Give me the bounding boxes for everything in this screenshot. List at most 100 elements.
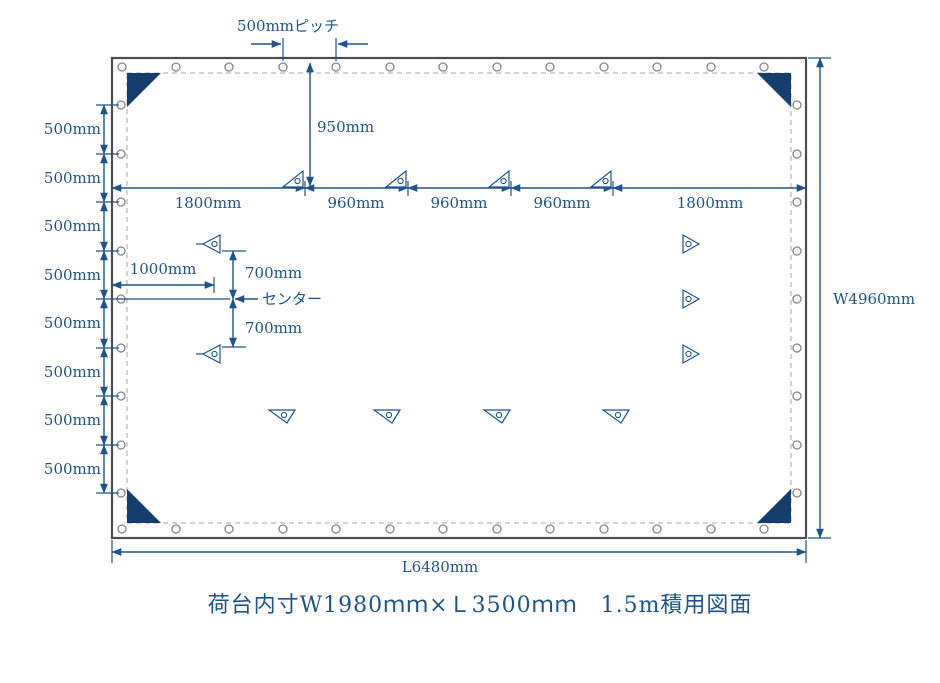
seg-label: 1800mm bbox=[677, 194, 744, 212]
tarp-sheet bbox=[110, 56, 808, 540]
hook-ring-icon bbox=[500, 177, 507, 185]
eyelet bbox=[759, 62, 769, 72]
eyelet bbox=[224, 524, 234, 534]
seg-label: 500mm bbox=[44, 363, 101, 381]
corner-reinforcements bbox=[127, 73, 791, 523]
hook-ring-icon bbox=[685, 240, 692, 248]
eyelet bbox=[331, 62, 341, 72]
eyelet bbox=[545, 62, 555, 72]
eyelet bbox=[599, 62, 609, 72]
seg-label: 500mm bbox=[44, 411, 101, 429]
eyelet bbox=[792, 440, 802, 450]
dim-500-pitch: 500mmピッチ bbox=[237, 17, 368, 61]
eyelet bbox=[385, 62, 395, 72]
drawing-title: 荷台内寸W1980ｍｍ×Ｌ3500ｍｍ 1.5m積用図面 bbox=[208, 593, 753, 618]
eyelets-bottom bbox=[117, 524, 769, 534]
left-pitch-chain: 500mm 500mm 500mm 500mm 500mm 500mm 500m… bbox=[44, 104, 119, 494]
dim-950: 950mm bbox=[306, 62, 374, 187]
length-label: L6480mm bbox=[402, 558, 479, 576]
eyelet bbox=[492, 524, 502, 534]
seg-label: 500mm bbox=[44, 314, 101, 332]
eyelet bbox=[278, 524, 288, 534]
dim-950-label: 950mm bbox=[317, 118, 374, 136]
top-hooks bbox=[281, 169, 612, 188]
eyelet bbox=[652, 524, 662, 534]
eyelet bbox=[599, 524, 609, 534]
seg-label: 960mm bbox=[327, 194, 384, 212]
center-line-group: センター bbox=[96, 290, 322, 308]
eyelet bbox=[171, 62, 181, 72]
dim-700-lower-label: 700mm bbox=[245, 319, 302, 337]
eyelet bbox=[331, 524, 341, 534]
seg-label: 500mm bbox=[44, 217, 101, 235]
hook-ring-icon bbox=[602, 177, 609, 185]
hook-ring-icon bbox=[614, 411, 622, 419]
eyelet bbox=[545, 524, 555, 534]
corner-patch-bottom-left bbox=[127, 489, 161, 523]
eyelet bbox=[278, 62, 288, 72]
eyelet bbox=[792, 488, 802, 498]
seg-label: 1800mm bbox=[175, 194, 242, 212]
eyelet bbox=[792, 343, 802, 353]
eyelet bbox=[117, 524, 127, 534]
hook-ring-icon bbox=[294, 177, 301, 185]
seg-label: 500mm bbox=[44, 169, 101, 187]
eyelet bbox=[792, 294, 802, 304]
dim-700: 700mm 700mm bbox=[222, 250, 302, 348]
dim-1000: 1000mm bbox=[111, 260, 215, 293]
hook-ring-icon bbox=[685, 350, 692, 358]
hook-ring-icon bbox=[211, 350, 218, 358]
eyelet bbox=[759, 524, 769, 534]
eyelets-left bbox=[116, 100, 126, 498]
corner-patch-bottom-right bbox=[757, 489, 791, 523]
center-label: センター bbox=[262, 290, 322, 308]
eyelet bbox=[792, 100, 802, 110]
eyelet bbox=[706, 62, 716, 72]
side-hooks-right bbox=[682, 233, 701, 365]
eyelet bbox=[385, 524, 395, 534]
width-label: W4960mm bbox=[833, 290, 915, 308]
eyelet bbox=[438, 524, 448, 534]
eyelet bbox=[652, 62, 662, 72]
bottom-hooks bbox=[267, 409, 631, 424]
hook-ring-icon bbox=[397, 177, 404, 185]
eyelet bbox=[224, 62, 234, 72]
eyelet bbox=[792, 149, 802, 159]
dim-top-row: 1800mm 960mm 960mm 960mm 1800mm bbox=[111, 181, 807, 212]
dim-overall-length: L6480mm bbox=[111, 540, 807, 576]
belt-hook-icon bbox=[589, 169, 612, 188]
seg-label: 960mm bbox=[533, 194, 590, 212]
dim-700-upper-label: 700mm bbox=[245, 264, 302, 282]
tarp-outline bbox=[110, 56, 808, 540]
eyelet bbox=[792, 391, 802, 401]
belt-hook-icon bbox=[384, 169, 407, 188]
dim-overall-width: W4960mm bbox=[808, 57, 915, 539]
eyelet bbox=[438, 62, 448, 72]
seg-label: 500mm bbox=[44, 266, 101, 284]
corner-patch-top-right bbox=[757, 73, 791, 107]
seg-label: 960mm bbox=[430, 194, 487, 212]
hook-ring-icon bbox=[211, 240, 218, 248]
hook-ring-icon bbox=[385, 411, 393, 419]
hook-ring-icon bbox=[495, 411, 503, 419]
side-hooks-left bbox=[196, 234, 221, 364]
eyelet bbox=[171, 524, 181, 534]
eyelet bbox=[492, 62, 502, 72]
seg-label: 500mm bbox=[44, 120, 101, 138]
belt-hook-icon bbox=[281, 169, 304, 188]
eyelet bbox=[117, 62, 127, 72]
hem-stitch-line bbox=[126, 72, 792, 524]
belt-hook-icon bbox=[487, 169, 510, 188]
eyelet bbox=[706, 524, 716, 534]
pitch-label: 500mmピッチ bbox=[237, 17, 339, 35]
eyelets-top bbox=[117, 62, 769, 72]
corner-patch-top-left bbox=[127, 73, 161, 107]
eyelet bbox=[792, 246, 802, 256]
seg-label: 500mm bbox=[44, 460, 101, 478]
eyelet bbox=[792, 197, 802, 207]
eyelets-right bbox=[792, 100, 802, 498]
hook-ring-icon bbox=[685, 295, 692, 303]
hook-ring-icon bbox=[280, 411, 288, 419]
